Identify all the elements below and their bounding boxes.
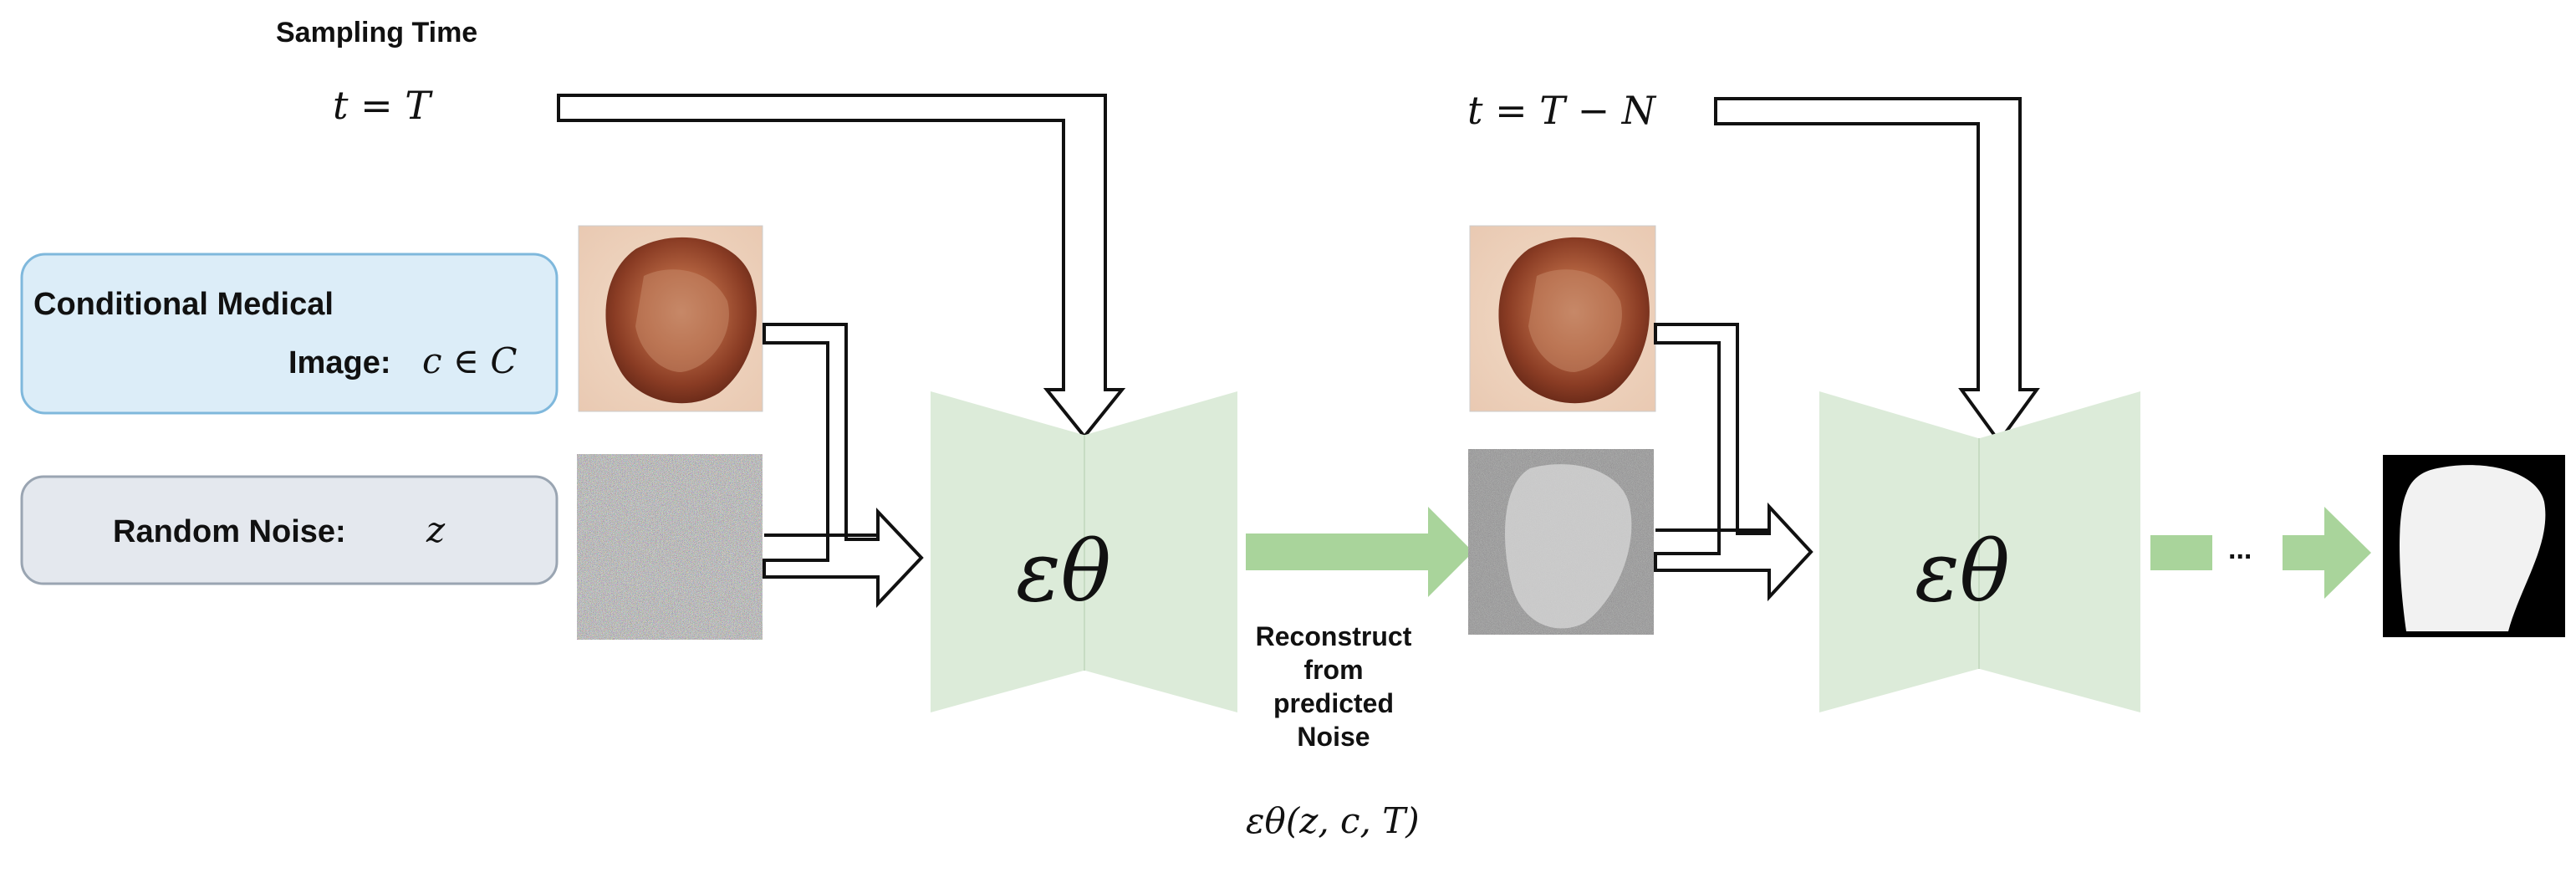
reconstruct-line-3: predicted	[1273, 688, 1394, 718]
unet-block-1	[931, 391, 1237, 712]
noise-formula: εθ(z, c, T)	[1246, 800, 1420, 841]
segmentation-mask-output	[2383, 455, 2565, 637]
green-arrow-2	[2283, 507, 2371, 599]
unet-block-2	[1819, 391, 2140, 712]
green-dash	[2150, 535, 2212, 570]
time-arrow-2	[1714, 97, 2040, 445]
unet-2-symbol: εθ	[1915, 523, 2010, 620]
input-arrow-1	[763, 323, 924, 609]
sampling-time-label: Sampling Time	[276, 17, 477, 48]
conditional-image-box	[20, 253, 559, 415]
random-noise-box	[20, 475, 559, 585]
input-arrow-2	[1654, 323, 1813, 602]
conditional-image-label-line2: Image:	[288, 345, 390, 380]
noise-image-1	[577, 454, 763, 640]
reconstruct-line-1: Reconstruct	[1256, 621, 1412, 651]
conditional-image-math: c ∈ C	[422, 340, 517, 381]
reconstruct-line-4: Noise	[1297, 722, 1370, 752]
reconstruct-line-2: from	[1303, 655, 1363, 685]
lesion-image-1	[578, 225, 763, 412]
random-noise-math: z	[426, 509, 446, 550]
random-noise-label: Random Noise:	[113, 514, 346, 549]
time-t-minus-n-label: t = T − N	[1467, 88, 1657, 133]
lesion-image-2	[1469, 225, 1656, 412]
ellipsis: ...	[2228, 534, 2252, 565]
time-t-label: t = T	[333, 83, 433, 128]
conditional-image-label-line1: Conditional Medical	[33, 287, 334, 322]
time-arrow-1	[557, 94, 1126, 440]
partially-denoised-image	[1468, 449, 1654, 635]
unet-1-symbol: εθ	[1016, 523, 1111, 620]
green-arrow-1	[1246, 507, 1473, 597]
